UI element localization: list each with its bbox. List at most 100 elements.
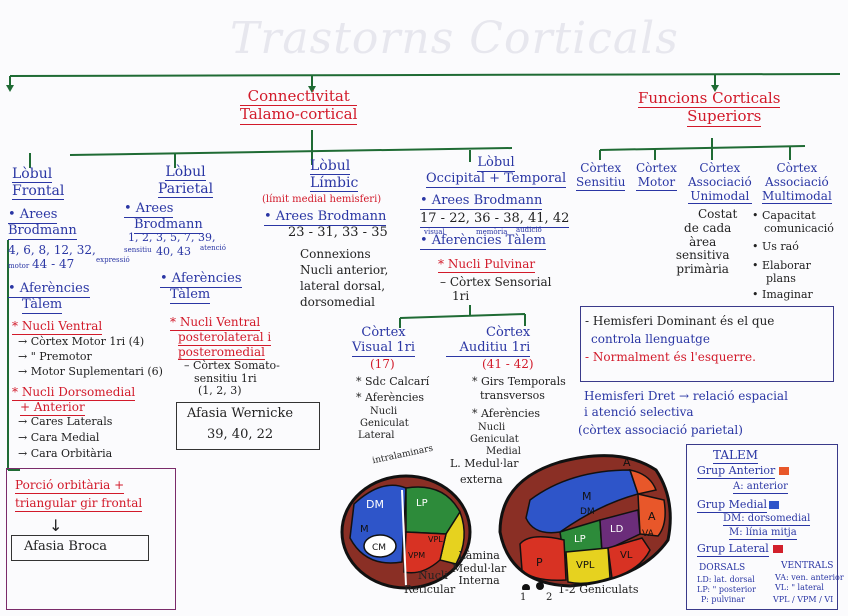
multimodal-item-4: plans	[766, 273, 834, 286]
frontal-box-l1: Porció orbitària +	[15, 479, 124, 494]
visual-item-0: * Sdc Calcarí	[356, 376, 429, 389]
limbic-nums: 23 - 31, 33 - 35	[288, 226, 388, 241]
multimodal-item-0: • Capacitat	[752, 210, 834, 223]
legend-ventral-0: VA: ven. anterior	[775, 573, 844, 582]
parietal-nums2: 40, 43	[156, 246, 191, 259]
parietal-aff-l1: • Aferències	[160, 272, 242, 288]
limbic-areas: • Arees Brodmann	[264, 210, 386, 226]
th-geniculats: 1-2 Geniculats	[558, 584, 639, 597]
branch-connectivitat-l2: Talamo-cortical	[240, 106, 357, 124]
unimodal-desc-3: sensitiva	[668, 249, 737, 263]
legend-medial-swatch	[769, 501, 779, 509]
broca-box: Afasia Broca	[11, 535, 149, 561]
parietal-nums: 1, 2, 3, 5, 7, 39,	[128, 232, 215, 245]
frontal-nd-l1: * Nucli Dorsomedial	[12, 386, 135, 401]
parietal-atencio-tag: atenció	[200, 244, 226, 252]
th-big-label-A1: A	[623, 456, 631, 469]
parietal-sens-tag: sensitiu	[124, 246, 152, 254]
talem-legend: TALEM Grup Anterior A: anterior Grup Med…	[686, 444, 838, 610]
parietal-head: Lòbul Parietal	[158, 164, 213, 198]
legend-ventrals: VENTRALS	[781, 561, 833, 571]
unimodal-desc-4: primària	[668, 263, 737, 277]
limbic-head: Lòbul Límbic	[310, 158, 358, 192]
th-big-label-LP: LP	[574, 534, 586, 545]
legend-medial: Grup Medial	[697, 499, 767, 513]
auditory-cortex-head: Còrtex Auditiu 1ri	[446, 326, 530, 357]
th-gen-n1: 1	[520, 592, 526, 604]
occipital-item-l1: – Còrtex Sensorial	[440, 276, 551, 290]
frontal-nums: 4, 6, 8, 12, 32,	[8, 244, 96, 258]
unimodal-desc-2: àrea	[668, 236, 737, 250]
branch-funcions-l1: Funcions Corticals	[638, 90, 780, 108]
parietal-areas: • Arees Brodmann	[124, 202, 203, 234]
branch-funcions: Funcions Corticals Superiors	[638, 90, 780, 127]
visual-item-4: Lateral	[358, 430, 394, 442]
unimodal-desc: Costat de cada àrea sensitiva primària	[668, 208, 737, 277]
th-lamina-l3: Interna	[452, 575, 506, 588]
frontal-areas-label: • Arees	[8, 208, 57, 224]
parietal-aff-l2: Tàlem	[170, 288, 210, 304]
occipital-nums: 17 - 22, 36 - 38, 41, 42	[420, 212, 569, 228]
th-big-label-LD: LD	[610, 524, 624, 535]
frontal-aff: • Aferències Tàlem	[8, 282, 90, 314]
funcions-col-sensitiu: Còrtex Sensitiu	[576, 162, 625, 191]
frontal-nd-item-2: → Cara Orbitària	[18, 448, 112, 461]
th-reticular-l2: Reticular	[404, 584, 455, 597]
branch-connectivitat-l1: Connectivitat	[240, 88, 357, 106]
branch-connectivitat: Connectivitat Talamo-cortical	[240, 88, 357, 125]
occipital-aff: • Aferències Tàlem	[420, 234, 546, 250]
frontal-aff-l1: • Aferències	[8, 282, 90, 298]
frontal-express-tag: expressió	[96, 256, 130, 264]
visual-item-1: * Aferències	[356, 392, 424, 405]
col-multimodal-l3: Multimodal	[762, 190, 832, 205]
th-lamina: Làmina Medul·lar Interna	[452, 550, 506, 588]
frontal-nucli-dorsomedial: * Nucli Dorsomedial + Anterior	[12, 386, 135, 416]
hemisferi-l3: - Normalment és l'esquerre.	[585, 351, 756, 365]
parietal-areas-label: • Arees	[124, 202, 173, 218]
limbic-head-l1: Lòbul	[310, 158, 350, 175]
legend-medial-m: M: línia mitja	[729, 527, 797, 540]
legend-dorsal-1: LP: " posterior	[697, 585, 756, 594]
occipital-head-l1: Lòbul	[477, 156, 514, 172]
frontal-head-l2: Frontal	[12, 183, 64, 200]
occipital-pulvinar: * Nucli Pulvinar	[438, 258, 535, 273]
col-unimodal-l1: Còrtex	[688, 162, 752, 176]
col-motor-l2: Motor	[636, 176, 677, 191]
col-sensitiu-l2: Sensitiu	[576, 176, 625, 191]
frontal-nd-item-1: → Cara Medial	[18, 432, 99, 445]
parietal-item: – Còrtex Somato- sensitiu 1ri (1, 2, 3)	[184, 360, 280, 398]
auditory-cortex-l1: Còrtex	[486, 326, 530, 341]
frontal-nucli-ventral: * Nucli Ventral	[12, 320, 102, 335]
multimodal-item-1: comunicació	[764, 223, 834, 236]
limbic-note: (límit medial hemisferi)	[262, 194, 381, 206]
legend-anterior: Grup Anterior	[697, 465, 775, 479]
wernicke-l1: Afasia Wernicke	[187, 407, 293, 422]
dret-l3: (còrtex associació parietal)	[578, 424, 743, 438]
th-small-label-M: M	[360, 524, 369, 535]
th-lamina-l1: Làmina	[452, 550, 506, 563]
th-small-label-VPM: VPM	[408, 551, 425, 560]
parietal-aff: • Aferències Tàlem	[160, 272, 242, 304]
frontal-nv-item-2: → Motor Suplementari (6)	[18, 366, 163, 379]
legend-dorsal-2: P: pulvinar	[701, 595, 745, 604]
col-multimodal-l2: Associació	[762, 176, 832, 190]
legend-medial-dm: DM: dorsomedial	[723, 513, 810, 526]
col-unimodal-l2: Associació	[688, 176, 752, 190]
col-sensitiu-l1: Còrtex	[576, 162, 625, 176]
frontal-brodmann: Brodmann	[8, 224, 77, 240]
dret-l1: Hemisferi Dret → relació espacial	[584, 390, 788, 404]
dret-l2: i atenció selectiva	[584, 406, 694, 420]
visual-cortex-l1: Còrtex	[352, 326, 415, 341]
auditory-item-1: transversos	[480, 390, 545, 403]
multimodal-item-2: • Us raó	[752, 241, 834, 254]
multimodal-item-3: • Elaborar	[752, 260, 834, 273]
frontal-head-l1: Lòbul	[12, 166, 52, 183]
th-reticular-l1: Nucli	[418, 570, 448, 583]
legend-anterior-a: A: anterior	[733, 481, 788, 494]
col-motor-l1: Còrtex	[636, 162, 677, 176]
auditory-cortex-num: (41 - 42)	[482, 358, 534, 372]
auditory-item-0: * Girs Temporals	[472, 376, 566, 389]
th-small-label-VPL: VPL	[428, 535, 443, 544]
frontal-nd-item-0: → Cares Laterals	[18, 416, 112, 429]
